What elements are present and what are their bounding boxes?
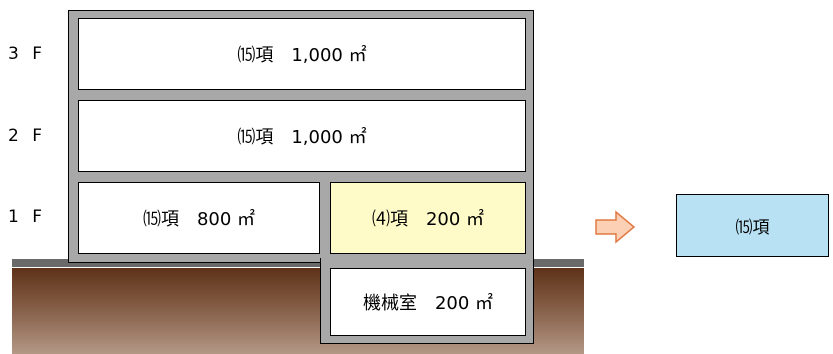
right-arrow-icon	[594, 210, 636, 244]
room-1f-left: ⒂項 800 ㎡	[78, 182, 320, 254]
room-1f-right: ⑷項 200 ㎡	[330, 182, 526, 254]
result-box: ⒂項	[676, 194, 829, 257]
floor-label-3f: 3 F	[8, 44, 46, 64]
ground-line	[12, 259, 584, 267]
room-2f: ⒂項 1,000 ㎡	[78, 100, 526, 172]
room-3f: ⒂項 1,000 ㎡	[78, 18, 526, 90]
room-basement: 機械室 200 ㎡	[330, 268, 526, 336]
floor-label-2f: 2 F	[8, 126, 46, 146]
floor-label-1f: 1 F	[8, 207, 46, 227]
